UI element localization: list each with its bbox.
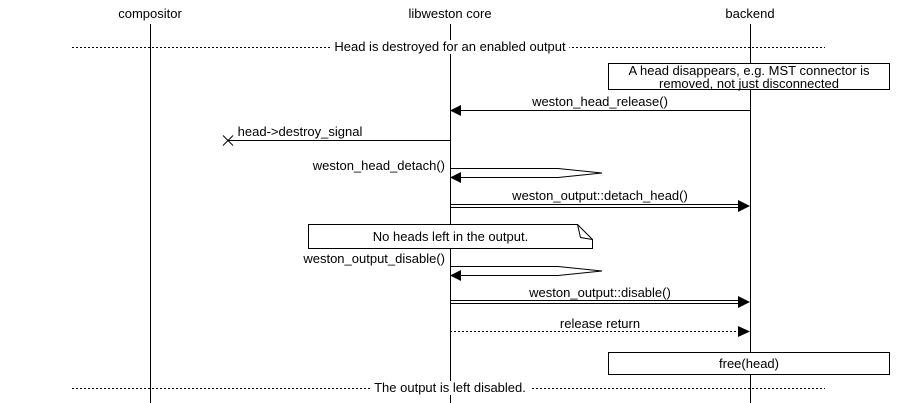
divider-bottom-label: The output is left disabled. [370,381,530,395]
box-free-head-text: free(head) [719,356,779,371]
message-label-weston-output-disable-method: weston_output::disable() [529,285,671,300]
message-weston-output-detach-head-arrow [450,200,750,212]
message-label-weston-output-detach-head: weston_output::detach_head() [512,188,688,203]
message-release-return-arrow [450,326,750,337]
message-weston-head-release-arrow [450,105,750,116]
message-weston-output-disable-method-arrow [450,296,750,308]
participant-label-backend: backend [725,6,775,21]
message-head-destroy-signal-arrow [222,135,450,146]
note-no-heads-left-text: No heads left in the output. [372,229,529,244]
participant-label-compositor: compositor [118,6,182,21]
box-free-head-shape [608,352,890,375]
participant-label-libweston-core: libweston core [408,6,492,21]
message-weston-head-detach-selfloop [450,168,603,183]
message-weston-output-disable-selfloop [450,266,603,281]
note-head-disappears-line1: A head disappears, e.g. MST connector is [628,63,870,78]
message-label-weston-head-detach: weston_head_detach() [312,158,445,173]
message-label-weston-output-disable-fn: weston_output_disable() [303,251,445,266]
note-no-heads-left-shape [308,224,593,249]
note-head-disappears-box [608,63,890,90]
note-head-disappears-line2: removed, not just disconnected [659,76,839,91]
message-label-weston-head-release: weston_head_release() [532,94,668,109]
note-head-disappears-text: A head disappears, e.g. MST connector is… [608,64,890,90]
message-label-release-return: release return [559,316,641,331]
divider-top-label: Head is destroyed for an enabled output [330,40,570,54]
message-label-head-destroy-signal: head->destroy_signal [237,124,363,139]
